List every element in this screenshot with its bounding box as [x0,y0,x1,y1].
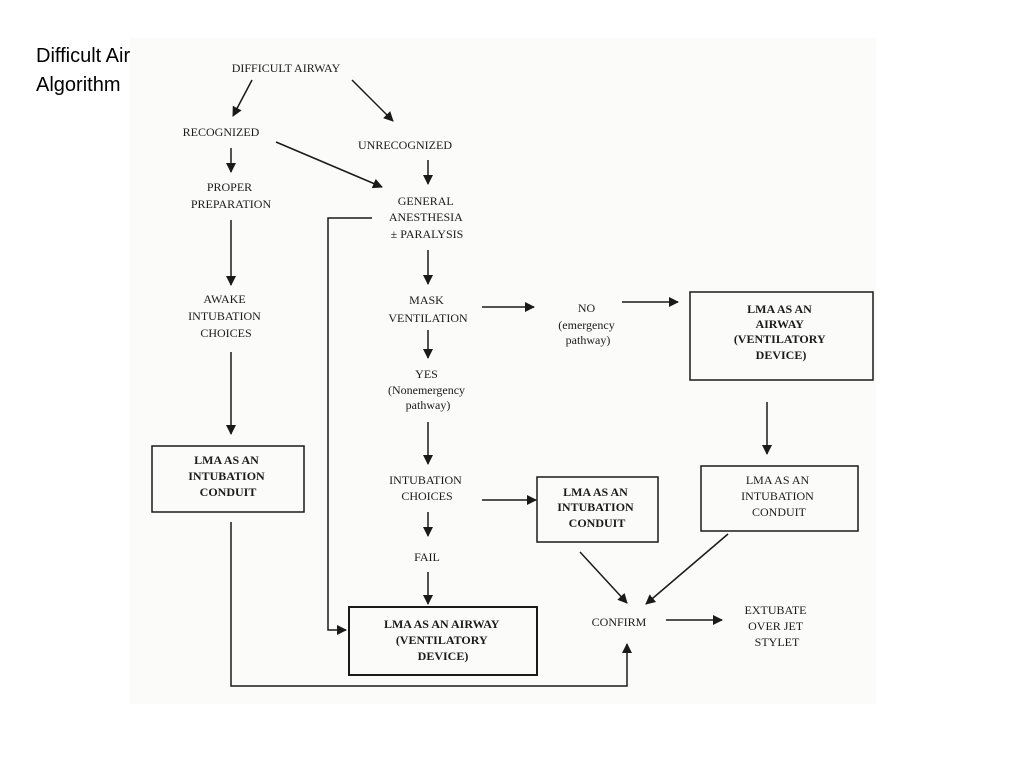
edge-difficult-to-recognized [232,79,253,117]
edge-lma-conduit-left-to-confirm [230,522,632,687]
flow-labels: DIFFICULT AIRWAY RECOGNIZED UNRECOGNIZED… [183,61,828,663]
node-mask-ventilation: MASK VENTILATION [388,293,468,325]
edge-recognized-to-general-anesthesia [275,141,383,189]
node-lma-airway-right: LMA AS AN AIRWAY (VENTILATORY DEVICE) [734,302,828,362]
node-lma-airway-bottom: LMA AS AN AIRWAY (VENTILATORY DEVICE) [384,617,502,663]
edge-lma-conduit-right-to-confirm [645,533,729,605]
edge-difficult-to-unrecognized [351,79,394,122]
node-fail: FAIL [414,550,440,564]
box-lma-conduit-middle [536,476,659,543]
node-difficult-airway: DIFFICULT AIRWAY [232,61,341,75]
box-lma-airway-bottom [348,606,538,676]
node-extubate-over-jet-stylet: EXTUBATE OVER JET STYLET [745,603,810,649]
box-lma-conduit-left [151,445,305,513]
node-recognized: RECOGNIZED [183,125,260,139]
slide-title-line-2: Algorithm [36,74,121,96]
flow-edges [226,79,772,687]
box-lma-airway-right [689,291,874,381]
box-lma-conduit-right [700,465,859,532]
flow-boxes [151,291,874,676]
node-lma-conduit-right: LMA AS AN INTUBATION CONDUIT [741,473,817,519]
node-lma-conduit-left: LMA AS AN INTUBATION CONDUIT [188,453,267,499]
node-yes-nonemergency-pathway: YES (Nonemergency pathway) [388,367,468,412]
scanned-flowchart-area [130,38,876,704]
node-awake-intubation-choices: AWAKE INTUBATION CHOICES [188,292,264,340]
edge-lma-conduit-middle-to-confirm [579,551,628,604]
node-confirm: CONFIRM [592,615,647,629]
node-general-anesthesia: GENERAL ANESTHESIA ± PARALYSIS [389,194,465,241]
edge-general-anesthesia-to-lma-airway-bottom [327,217,372,635]
node-lma-conduit-middle: LMA AS AN INTUBATION CONDUIT [557,485,636,530]
node-no-emergency-pathway: NO (emergency pathway) [558,301,617,347]
node-intubation-choices: INTUBATION CHOICES [389,473,465,503]
node-unrecognized: UNRECOGNIZED [358,138,452,152]
node-proper-preparation: PROPER PREPARATION [191,180,272,211]
